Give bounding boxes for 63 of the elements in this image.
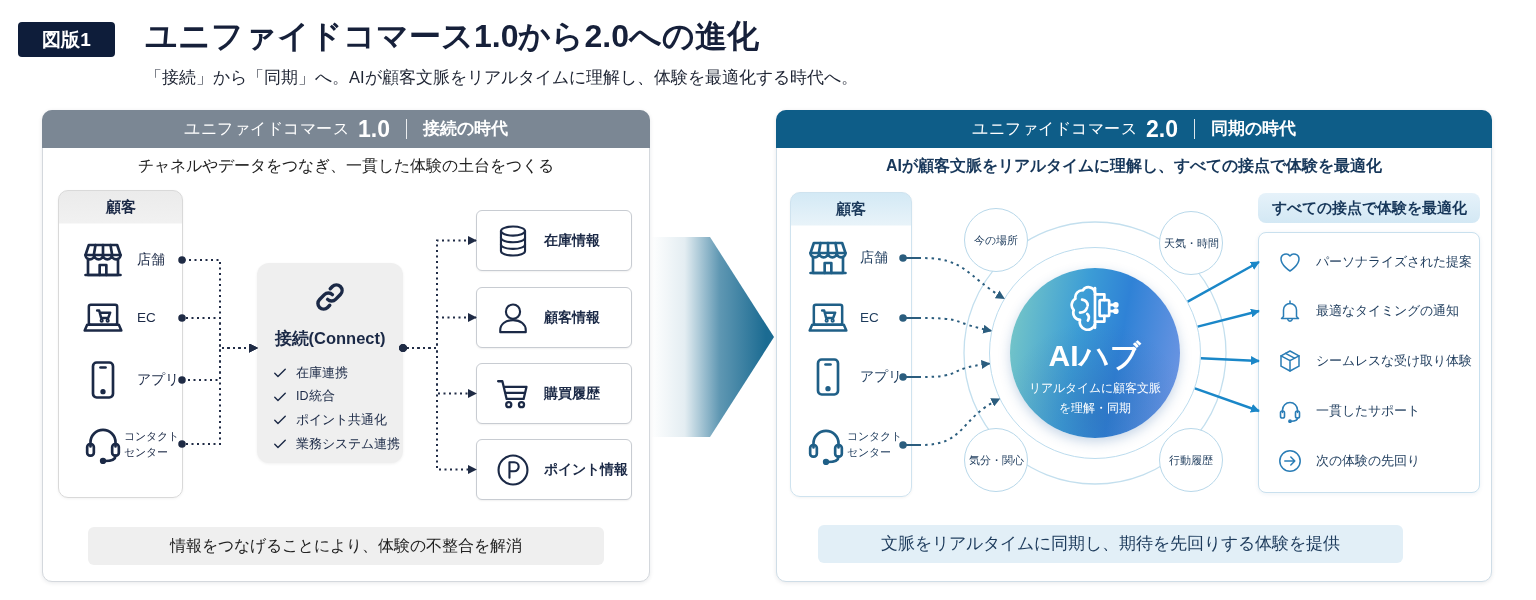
group-title: 顧客 [836,199,866,219]
experience-label: シームレスな受け取り体験 [1316,352,1472,370]
info-card [476,210,632,271]
hub-subtitle: リアルタイムに顧客文脈を理解・同期 [1027,380,1162,417]
dotted-arrow [178,343,258,448]
context-bubble: 行動履歴 [1159,428,1223,492]
context-bubble: 天気・時間 [1159,211,1223,275]
version-number: 2.0 [1146,115,1178,143]
info-card [476,439,632,500]
info-label: 在庫情報 [544,231,600,250]
dotted-arrow [399,344,477,474]
arrow [1194,387,1260,413]
context-bubble: 気分・関心 [964,428,1028,492]
group-card [790,192,912,497]
experience-label: 一貫したサポート [1316,402,1420,420]
dotted-arrow [899,254,1006,300]
connect-card [257,263,403,463]
channel-label: コンタクトセンター [124,428,180,460]
info-label: 購買履歴 [544,384,600,403]
checklist-item: 業務システム連携 [296,435,400,453]
checklist-item: ID統合 [296,388,335,406]
dotted-arrow [899,397,1001,449]
arrow [1200,356,1260,366]
connect-title: 接続(Connect) [274,328,386,349]
channel-label: 店舗 [860,248,888,267]
channel-label: コンタクトセンター [847,429,903,460]
panel-subtitle: チャネルやデータをつなぎ、一貫した体験の土台をつくる [138,156,554,176]
info-card [476,363,632,424]
info-label: 顧客情報 [544,308,600,327]
info-label: ポイント情報 [544,460,628,479]
figure-badge: 図版1 [18,22,115,57]
arrow [1197,308,1260,328]
checklist-item: ポイント共通化 [296,411,387,429]
era-label: 同期の時代 [1194,119,1296,139]
channel-label: EC [137,308,156,327]
group-title: 顧客 [105,197,136,217]
experience-label: 次の体験の先回り [1316,452,1420,470]
panel-title: ユニファイドコマース [184,118,349,139]
page-title: ユニファイドコマース1.0から2.0への進化 [145,17,759,56]
hub-title: AIハブ [1048,337,1141,374]
info-card [476,287,632,348]
experience-label: 最適なタイミングの通知 [1316,302,1459,320]
channel-label: 店舗 [137,250,165,269]
group-card [58,190,183,498]
dotted-arrow [899,314,993,334]
dotted-arrow [899,360,991,381]
panel-subtitle: AIが顧客文脈をリアルタイムに理解し、すべての接点で体験を最適化 [886,156,1382,176]
summary-band: 情報をつなげることにより、体験の不整合を解消 [88,527,604,565]
summary-band: 文脈をリアルタイムに同期し、期待を先回りする体験を提供 [818,525,1403,563]
panel-card [776,110,1492,582]
subtitle: 「接続」から「同期」へ。AIが顧客文脈をリアルタイムに理解し、体験を最適化する時代へ。 [145,67,858,88]
channel-label: アプリ [860,367,902,386]
group-header-band: すべての接点で体験を最適化 [1258,193,1480,223]
checklist-item: 在庫連携 [296,364,348,382]
panel-title: ユニファイドコマース [972,118,1137,139]
era-label: 接続の時代 [406,119,508,139]
experience-label: パーソナライズされた提案 [1316,253,1472,271]
context-bubble: 今の場所 [964,208,1028,272]
channel-label: EC [860,308,879,327]
channel-label: アプリ [137,370,179,389]
arrow [1187,260,1260,303]
version-number: 1.0 [358,115,390,143]
panel-card [42,110,650,582]
